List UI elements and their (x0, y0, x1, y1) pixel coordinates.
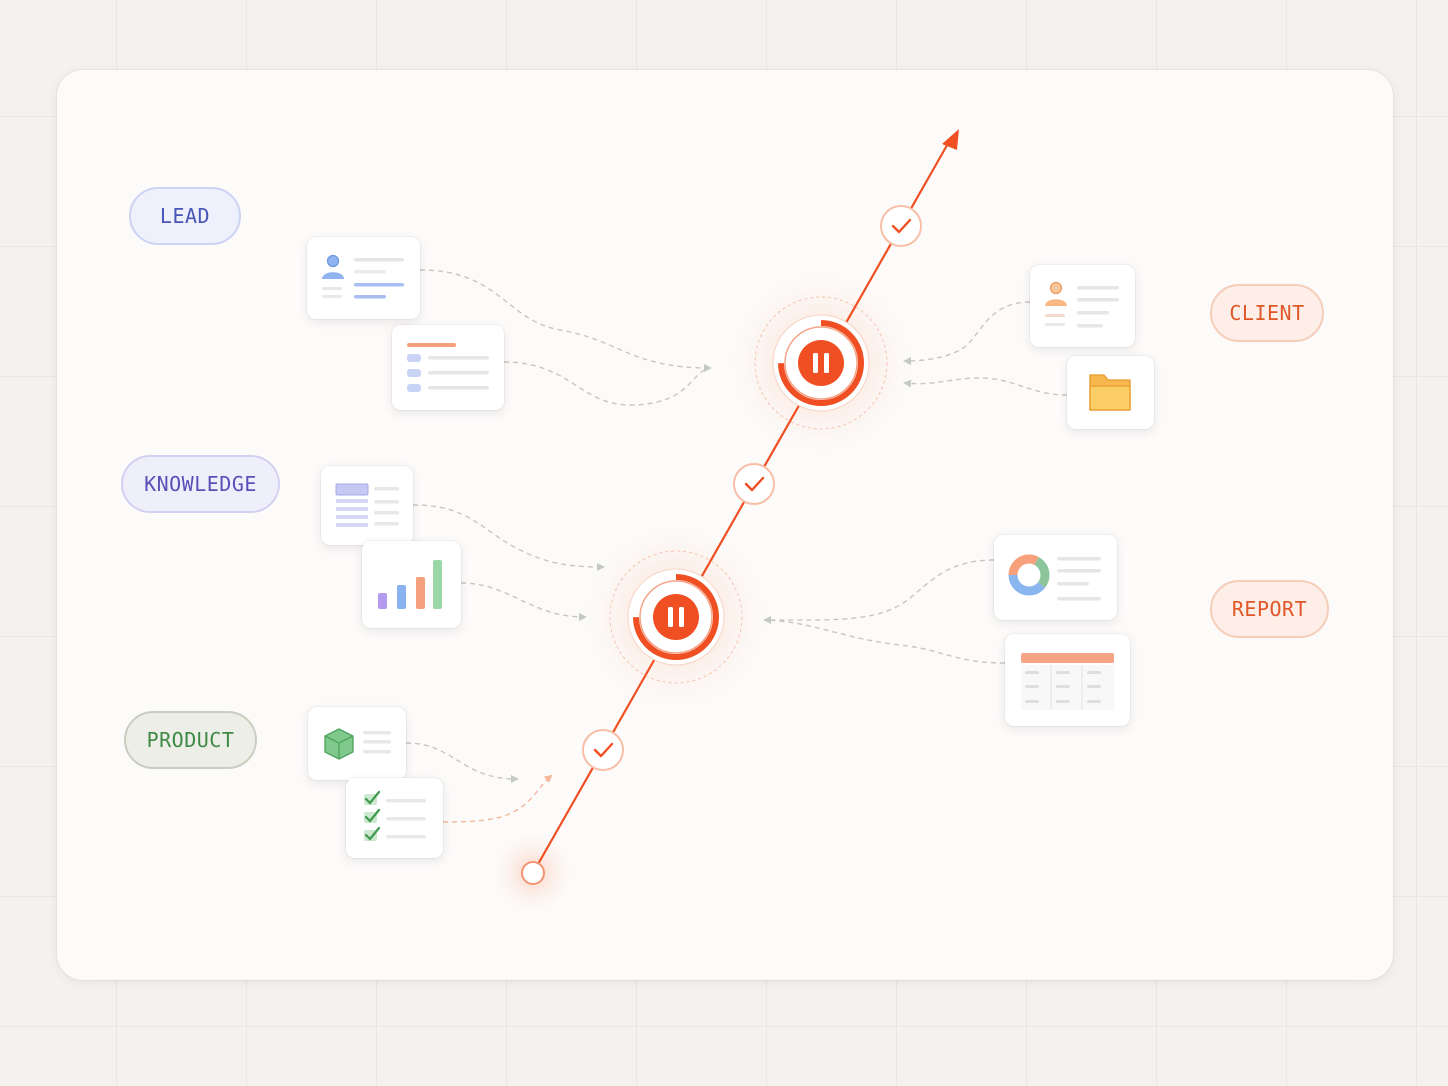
product-pill[interactable]: PRODUCT (124, 711, 257, 769)
report-label: REPORT (1231, 597, 1308, 621)
connectors (405, 269, 1068, 783)
user-profile-icon (322, 254, 404, 299)
connector-report-table (764, 619, 1006, 664)
stage-node-upper[interactable] (754, 296, 888, 430)
knowledge-chart-card[interactable] (362, 541, 461, 628)
report-table-card[interactable] (1005, 634, 1130, 726)
pause-icon (813, 353, 829, 373)
pause-icon (668, 607, 684, 627)
client-profile-card[interactable] (1030, 265, 1135, 347)
checklist-icon (364, 790, 426, 841)
connector-lead-list (503, 361, 711, 406)
lead-pill[interactable]: LEAD (129, 187, 241, 245)
knowledge-label: KNOWLEDGE (144, 472, 257, 496)
connector-client-folder (903, 377, 1068, 396)
connector-report-donut (763, 559, 995, 625)
report-pill[interactable]: REPORT (1210, 580, 1329, 638)
knowledge-doc-card[interactable] (321, 466, 413, 545)
milestone-top[interactable] (880, 205, 922, 247)
arrow-head-icon (942, 129, 959, 150)
start-node (521, 861, 545, 885)
connector-client-profile (903, 301, 1031, 365)
donut-chart-icon (1008, 554, 1101, 601)
check-icon (891, 218, 912, 234)
report-donut-card[interactable] (994, 535, 1117, 620)
connector-lead-profile (419, 269, 712, 372)
cube-icon (324, 728, 391, 760)
check-icon (593, 742, 614, 758)
list-document-icon (407, 343, 489, 392)
product-tasks-card[interactable] (346, 778, 443, 858)
client-label: CLIENT (1229, 301, 1305, 325)
lead-label: LEAD (159, 204, 211, 228)
lead-profile-card[interactable] (307, 237, 420, 319)
folder-icon (1089, 374, 1131, 411)
diagram-panel (57, 70, 1393, 980)
client-pill[interactable]: CLIENT (1210, 284, 1324, 342)
product-box-card[interactable] (308, 707, 406, 780)
connector-knowledge-doc (412, 504, 605, 571)
bar-chart-icon (378, 560, 442, 609)
lead-list-card[interactable] (392, 325, 504, 410)
table-document-icon (335, 483, 399, 527)
connector-product-box (405, 742, 519, 783)
knowledge-pill[interactable]: KNOWLEDGE (121, 455, 280, 513)
product-label: PRODUCT (146, 728, 235, 752)
milestone-middle[interactable] (733, 463, 775, 505)
check-icon (744, 476, 765, 492)
user-profile-icon (1045, 281, 1119, 328)
milestone-bottom[interactable] (582, 729, 624, 771)
stage-node-lower[interactable] (609, 550, 743, 684)
client-folder-card[interactable] (1067, 356, 1154, 429)
spreadsheet-icon (1021, 653, 1114, 710)
connector-knowledge-chart (460, 582, 587, 621)
connector-product-tasks (442, 774, 553, 823)
